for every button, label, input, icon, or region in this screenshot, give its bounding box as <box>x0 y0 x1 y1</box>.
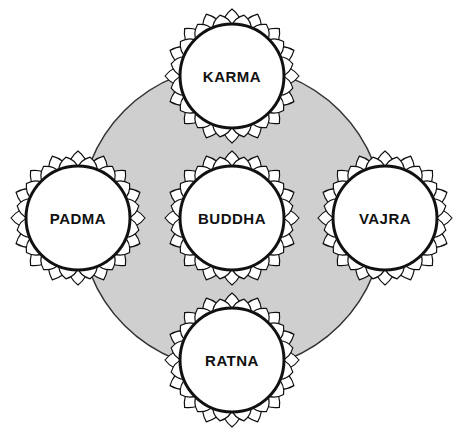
family-label: KARMA <box>203 68 261 85</box>
lotus-circle: VAJRA <box>315 148 455 288</box>
family-label: RATNA <box>205 352 259 369</box>
back-petals <box>165 9 299 143</box>
inner-circle <box>180 308 284 412</box>
back-petals <box>165 293 299 427</box>
lotus-circle: PADMA <box>8 148 148 288</box>
inner-circle <box>180 24 284 128</box>
inner-circle <box>180 166 284 270</box>
lotus-circle: RATNA <box>162 290 302 430</box>
back-petals <box>165 151 299 285</box>
lotus-circle: KARMA <box>162 6 302 146</box>
front-petals <box>171 299 293 421</box>
family-label: BUDDHA <box>198 210 266 227</box>
lotus-circle: BUDDHA <box>162 148 302 288</box>
front-petals <box>324 157 446 279</box>
family-label: PADMA <box>50 210 106 227</box>
back-petals <box>11 151 145 285</box>
family-label: VAJRA <box>359 210 411 227</box>
front-petals <box>171 157 293 279</box>
front-petals <box>171 15 293 137</box>
back-petals <box>318 151 452 285</box>
front-petals <box>17 157 139 279</box>
inner-circle <box>26 166 130 270</box>
inner-circle <box>333 166 437 270</box>
